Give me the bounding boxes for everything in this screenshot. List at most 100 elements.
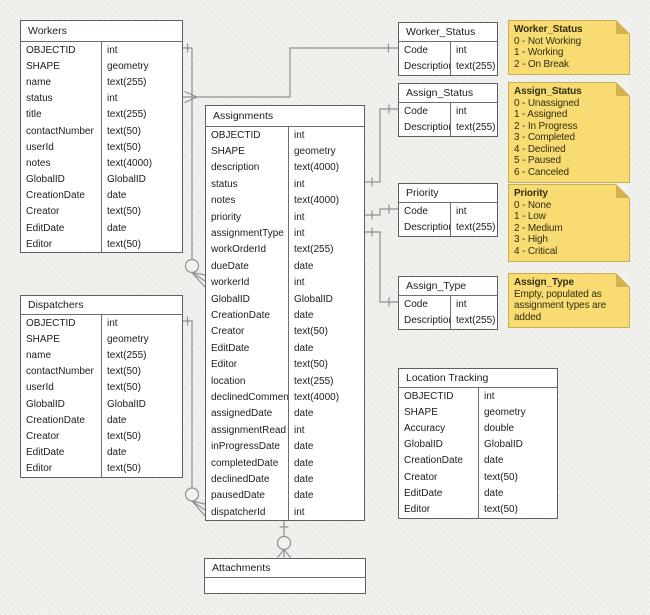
entity-field-list (205, 578, 365, 593)
field-name: notes (21, 155, 102, 172)
field-name: assignmentType (206, 225, 289, 242)
field-name: description (206, 159, 289, 177)
field-type: int (456, 298, 467, 310)
note-line: 5 - Paused (514, 155, 561, 166)
field-name: completedDate (206, 454, 289, 472)
field-name: EditDate (399, 485, 479, 502)
field-name: OBJECTID (21, 315, 102, 332)
field-type: date (294, 260, 314, 272)
note-line: 0 - None (514, 199, 552, 211)
field-type: date (294, 408, 314, 420)
field-name: Editor (21, 236, 102, 253)
field-type: date (294, 441, 314, 453)
field-type: text(50) (294, 326, 328, 338)
note-line: 6 - Canceled (514, 166, 569, 178)
field-name: EditDate (21, 220, 102, 237)
field-type: text(255) (107, 349, 147, 361)
field-name: priority (206, 208, 289, 226)
field-row: assignmentType int (206, 225, 364, 242)
field-name: CreationDate (21, 412, 102, 429)
field-row: Creator text(50) (21, 428, 182, 445)
field-type: int (294, 129, 305, 141)
field-name: contactNumber (21, 363, 102, 380)
field-type: date (294, 490, 314, 502)
field-name: SHAPE (21, 331, 102, 348)
field-name: Code (399, 203, 451, 220)
field-name: Creator (399, 468, 479, 486)
note-line: 2 - On Break (514, 58, 569, 70)
field-name: location (206, 372, 289, 390)
entity-title: Priority (399, 184, 497, 203)
field-name: SHAPE (206, 143, 289, 160)
note-line: 3 - High (514, 234, 548, 245)
entity-attachments[interactable]: Attachments (204, 558, 366, 594)
entity-title: Assign_Type (399, 277, 497, 296)
field-type: int (456, 105, 467, 117)
empty-row (205, 578, 365, 593)
field-type: text(255) (294, 375, 334, 387)
field-name: workOrderId (206, 241, 289, 259)
field-type: text(4000) (294, 391, 340, 403)
field-name: status (21, 90, 102, 107)
field-type: text(50) (107, 463, 141, 475)
field-name: assignmentRead (206, 422, 289, 439)
field-type: date (484, 455, 504, 467)
field-name: OBJECTID (21, 42, 102, 59)
field-row: location text(255) (206, 372, 364, 390)
field-type: date (107, 414, 127, 426)
field-type: GlobalID (107, 174, 146, 186)
field-type: int (294, 228, 305, 240)
field-type: GlobalID (107, 398, 146, 410)
field-name: Creator (206, 323, 289, 341)
field-name: inProgressDate (206, 438, 289, 455)
field-name: Creator (21, 428, 102, 445)
field-type: text(255) (107, 76, 147, 88)
field-name: Code (399, 42, 451, 59)
field-name: GlobalID (399, 436, 479, 453)
field-type: text(50) (107, 430, 141, 442)
field-name: Code (399, 296, 451, 313)
field-type: text(255) (456, 222, 496, 234)
field-name: Description (399, 119, 451, 136)
field-type: int (456, 44, 467, 56)
field-name: Description (399, 312, 451, 329)
